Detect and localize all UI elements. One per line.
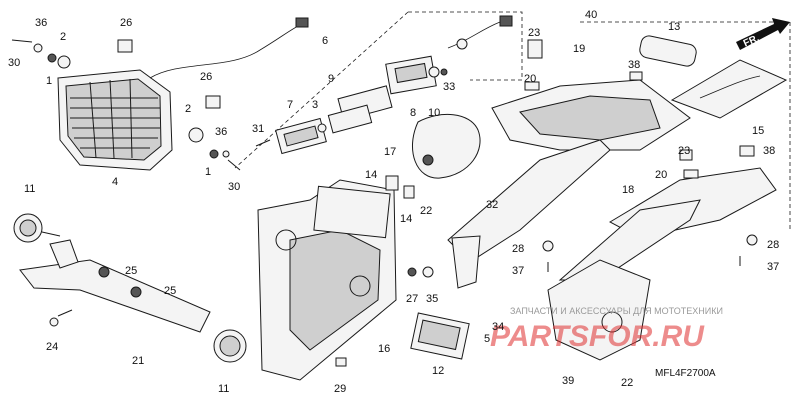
- callout-label: 2: [60, 31, 66, 43]
- callout-label: 8: [410, 107, 416, 119]
- callout-label: 32: [486, 199, 498, 211]
- callout-label: 23: [528, 27, 540, 39]
- callout-label: 18: [622, 184, 634, 196]
- callout-label: 37: [512, 265, 524, 277]
- callout-label: 1: [46, 75, 52, 87]
- watermark-caption: ЗАПЧАСТИ И АКСЕССУАРЫ ДЛЯ МОТОТЕХНИКИ: [510, 306, 723, 316]
- callout-label: 20: [655, 169, 667, 181]
- taillight-assembly: [57, 17, 309, 171]
- callout-label: 25: [125, 265, 137, 277]
- callout-label: 21: [132, 355, 144, 367]
- callout-label: 23: [678, 145, 690, 157]
- diagram-code: MFL4F2700A: [655, 368, 716, 379]
- callout-label: 28: [512, 243, 524, 255]
- callout-label: 9: [328, 73, 334, 85]
- callout-label: 38: [628, 59, 640, 71]
- callout-label: 1: [205, 166, 211, 178]
- callout-label: 31: [252, 123, 264, 135]
- callout-label: 36: [35, 17, 47, 29]
- callout-label: 26: [200, 71, 212, 83]
- grommet-parts-left: [11, 39, 241, 171]
- callout-label: 12: [432, 365, 444, 377]
- callout-label: 15: [752, 125, 764, 137]
- callout-label: 3: [312, 99, 318, 111]
- callout-label: 16: [378, 343, 390, 355]
- callout-label: 39: [562, 375, 574, 387]
- callout-label: 20: [524, 73, 536, 85]
- license-bracket: [257, 175, 470, 381]
- callout-label: 38: [763, 145, 775, 157]
- callout-label: 5: [484, 333, 490, 345]
- callout-label: 14: [365, 169, 377, 181]
- callout-label: 4: [112, 176, 118, 188]
- license-light-group: [234, 11, 523, 169]
- callout-label: 10: [428, 107, 440, 119]
- callout-label: 22: [420, 205, 432, 217]
- callout-label: 6: [322, 35, 328, 47]
- callout-label: 25: [164, 285, 176, 297]
- callout-label: 37: [767, 261, 779, 273]
- callout-label: 29: [334, 383, 346, 395]
- callout-label: 28: [767, 239, 779, 251]
- callout-label: 35: [426, 293, 438, 305]
- watermark-logo: PARTSFOR.RU: [490, 320, 705, 353]
- callout-label: 40: [585, 9, 597, 21]
- callout-label: 36: [215, 126, 227, 138]
- callout-label: 33: [443, 81, 455, 93]
- callout-label: 11: [218, 383, 229, 395]
- rear-stay-rails: [447, 139, 701, 361]
- front-direction-arrow: FR.: [736, 18, 790, 50]
- callout-label: 14: [400, 213, 412, 225]
- callout-label: 17: [384, 146, 396, 158]
- callout-label: 26: [120, 17, 132, 29]
- callout-label: 2: [185, 103, 191, 115]
- callout-label: 7: [287, 99, 293, 111]
- callout-label: 11: [24, 183, 35, 195]
- callout-label: 19: [573, 43, 585, 55]
- callout-label: 24: [46, 341, 58, 353]
- callout-label: 30: [228, 181, 240, 193]
- callout-label: 30: [8, 57, 20, 69]
- callout-label: 27: [406, 293, 418, 305]
- reflector-bracket-left: [13, 213, 247, 363]
- callout-label: 34: [492, 321, 504, 333]
- callout-label: 13: [668, 21, 680, 33]
- callout-label: 22: [621, 377, 633, 389]
